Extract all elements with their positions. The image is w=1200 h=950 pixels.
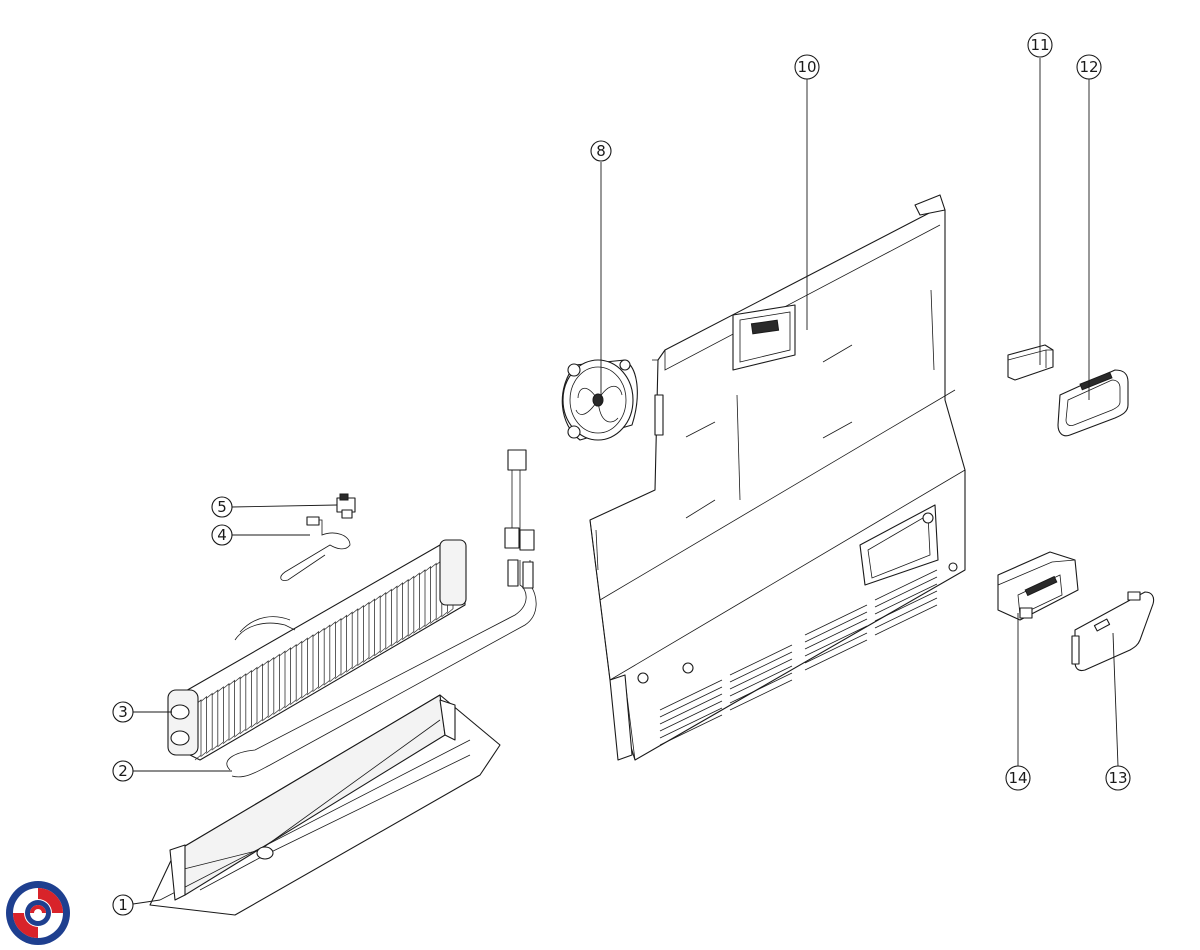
part-housing [997, 551, 1079, 621]
callout-3: 3 [112, 701, 134, 723]
callout-10-label: 10 [797, 58, 816, 76]
part-foam-pad [1007, 344, 1054, 381]
callout-3-label: 3 [118, 703, 128, 721]
part-frame-bezel [1057, 369, 1129, 437]
callout-14: 14 [1005, 765, 1031, 791]
callout-13-label: 13 [1108, 769, 1127, 787]
callout-11-label: 11 [1030, 36, 1049, 54]
part-connector [336, 493, 356, 519]
callout-12-label: 12 [1079, 58, 1098, 76]
part-cover-plate [1071, 591, 1155, 672]
callout-4-label: 4 [217, 526, 227, 544]
part-evaporator [167, 539, 467, 761]
part-defrost-heater [226, 449, 537, 778]
callout-11: 11 [1027, 32, 1053, 58]
callout-13: 13 [1105, 765, 1131, 791]
part-drain-tray [149, 694, 501, 916]
callout-1: 1 [112, 894, 134, 916]
callout-12: 12 [1076, 54, 1102, 80]
callout-8-label: 8 [596, 142, 606, 160]
callout-4: 4 [211, 524, 233, 546]
part-sensor-wire [280, 516, 351, 581]
callout-5: 5 [211, 496, 233, 518]
callout-2: 2 [112, 760, 134, 782]
callout-10: 10 [794, 54, 820, 80]
brand-swirl-logo-icon [6, 881, 70, 945]
callout-1-label: 1 [118, 896, 128, 914]
callout-5-label: 5 [217, 498, 227, 516]
callout-2-label: 2 [118, 762, 128, 780]
part-evaporator-cover [589, 194, 966, 761]
callout-leaders [132, 58, 1119, 905]
part-fan [561, 359, 638, 441]
callout-8: 8 [590, 140, 612, 162]
callout-14-label: 14 [1008, 769, 1027, 787]
